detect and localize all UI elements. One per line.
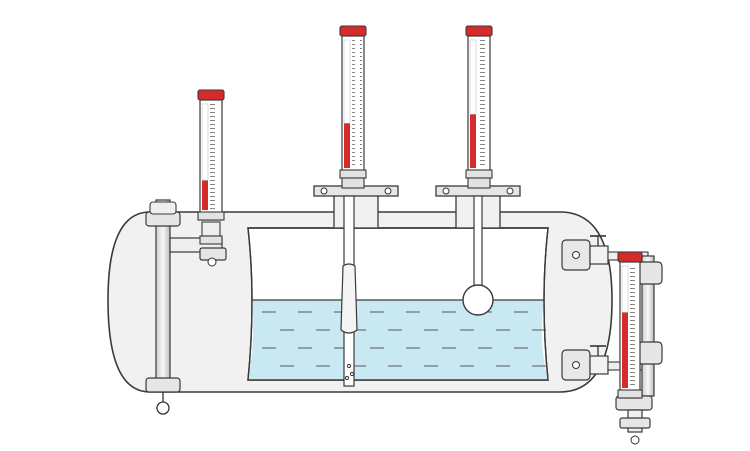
magnetic-level-gauge-icon [339, 25, 367, 179]
valve-icon [561, 345, 609, 381]
gauge-scale [210, 104, 220, 210]
tank-cutaway [247, 227, 549, 381]
magnetic-level-gauge-icon [465, 25, 493, 179]
gauge-level-indicator [470, 114, 476, 168]
gauge-cap [197, 89, 225, 101]
gauge-mounts [199, 177, 491, 245]
gauge-cap [617, 251, 643, 263]
valve-icon [561, 235, 609, 271]
gauge-level-indicator [622, 312, 628, 388]
gauge-cap [465, 25, 493, 37]
gauge-level-indicator [344, 123, 350, 168]
guide-tube-probe [340, 195, 358, 387]
top-nozzle-left [313, 185, 399, 229]
gauge-cap [339, 25, 367, 37]
liquid-body [248, 300, 548, 380]
magnetic-level-gauge-icon [197, 89, 225, 221]
gauge-scale [478, 40, 488, 168]
liquid-surface-lines [252, 299, 546, 367]
float-ball-assembly [462, 195, 494, 316]
gauge-level-indicator [202, 180, 208, 210]
drain-valve-icon [156, 401, 170, 415]
float-ball-icon [462, 284, 494, 316]
magnetic-level-gauge-icon [617, 251, 643, 399]
side-chamber-left [145, 199, 227, 415]
gauge-scale [352, 40, 362, 168]
gauge-scale [630, 266, 638, 388]
